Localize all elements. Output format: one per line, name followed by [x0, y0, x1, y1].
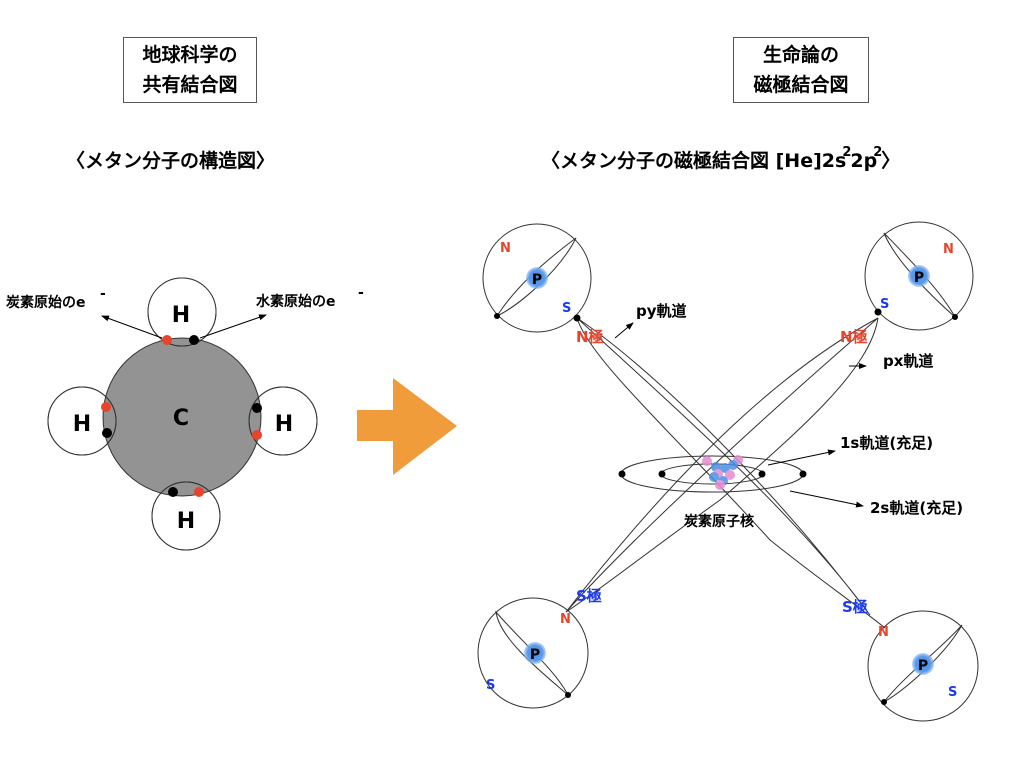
- hydrogen-electron: [102, 428, 112, 438]
- hydrogen-label-left: H: [73, 412, 91, 437]
- proton-label: P: [918, 658, 928, 674]
- hydrogen-label-bottom: H: [177, 509, 195, 534]
- proton: [524, 642, 546, 664]
- hydrogen-magnet-bottom-left: P N S: [477, 597, 589, 709]
- left-title-box: 地球科学の 共有結合図: [123, 37, 257, 103]
- carbon-electron: [194, 487, 204, 497]
- right-subtitle: 〈メタン分子の磁極結合図 [He]2s22p2〉: [541, 144, 901, 173]
- proton-label: P: [914, 270, 924, 286]
- hydrogen-label-right: H: [275, 412, 293, 437]
- orbit-electron: [658, 470, 666, 478]
- py-orbital-loop-2: [576, 317, 886, 629]
- hydrogen-electron: [168, 487, 178, 497]
- 1s-pointer: [767, 449, 836, 466]
- 2s-orbital-label: 2s軌道(充足): [870, 499, 963, 517]
- n-label: N: [878, 625, 889, 640]
- 2s-pointer: [789, 490, 864, 508]
- orbit-electron: [618, 470, 626, 478]
- s-label: S: [562, 301, 571, 316]
- py-pointer: [614, 322, 634, 339]
- right-title-line2: 磁極結合図: [753, 74, 849, 96]
- right-subtitle-mid: 2p: [850, 150, 878, 172]
- right-title-line1: 生命論の: [762, 44, 839, 66]
- hydrogen-magnet-top-right: P N S: [864, 221, 974, 331]
- proton-label: P: [532, 272, 542, 288]
- transition-arrow-icon: [357, 378, 457, 475]
- proton: [526, 267, 548, 289]
- hydrogen-electron-pointer: [199, 314, 267, 339]
- carbon-electron: [101, 402, 111, 412]
- left-title-line1: 地球科学の: [142, 44, 238, 66]
- hydrogen-electron: [189, 335, 199, 345]
- orbit-electron: [799, 470, 807, 478]
- left-title-line2: 共有結合図: [142, 74, 238, 96]
- hydrogen-electron-charge: -: [358, 285, 364, 301]
- carbon-electron-pointer: [101, 315, 163, 339]
- s-label: S: [948, 685, 957, 700]
- nucleus-label: 炭素原子核: [684, 513, 754, 530]
- 1s-orbital-label: 1s軌道(充足): [840, 434, 933, 452]
- carbon-label: C: [173, 406, 189, 431]
- hydrogen-electron: [252, 403, 262, 413]
- s-label: S: [880, 297, 889, 312]
- py-orbital-loop: [576, 317, 871, 616]
- n-pole-label: N極: [840, 328, 868, 346]
- s-pole-label: S極: [842, 598, 868, 616]
- carbon-electron-label: 炭素原始のe: [6, 294, 86, 311]
- hydrogen-magnet-top-left: P N S: [482, 223, 592, 333]
- n-label: N: [500, 241, 511, 256]
- hydrogen-label-top: H: [172, 303, 190, 328]
- proton: [912, 653, 934, 675]
- proton: [908, 265, 930, 287]
- carbon-atom: [102, 337, 262, 497]
- hydrogen-magnet-bottom-right: P N S: [867, 610, 979, 722]
- proton-label: P: [530, 647, 540, 663]
- carbon-nucleus: [702, 455, 743, 490]
- left-subtitle: 〈メタン分子の構造図〉: [66, 150, 276, 172]
- right-subtitle-end: 〉: [881, 150, 901, 172]
- right-subtitle-sup1: 2: [842, 144, 852, 160]
- orbit-electron: [758, 470, 766, 478]
- px-orbital-label: px軌道: [883, 352, 933, 370]
- carbon-electron: [252, 430, 262, 440]
- hydrogen-electron-label: 水素原始のe: [256, 293, 336, 310]
- carbon-electron: [162, 335, 172, 345]
- s-label: S: [486, 678, 495, 693]
- n-label: N: [560, 612, 571, 627]
- py-orbital-label: py軌道: [636, 302, 687, 320]
- right-subtitle-main: 〈メタン分子の磁極結合図 [He]2s: [541, 150, 847, 172]
- right-title-box: 生命論の 磁極結合図: [733, 37, 869, 103]
- s-pole-label: S極: [576, 587, 602, 605]
- n-pole-label: N極: [576, 328, 604, 346]
- right-subtitle-sup2: 2: [873, 144, 883, 160]
- methane-structure: C H H H H 炭素原始のe - 水素原始のe -: [6, 277, 364, 551]
- n-label: N: [943, 242, 954, 257]
- carbon-electron-charge: -: [100, 286, 106, 302]
